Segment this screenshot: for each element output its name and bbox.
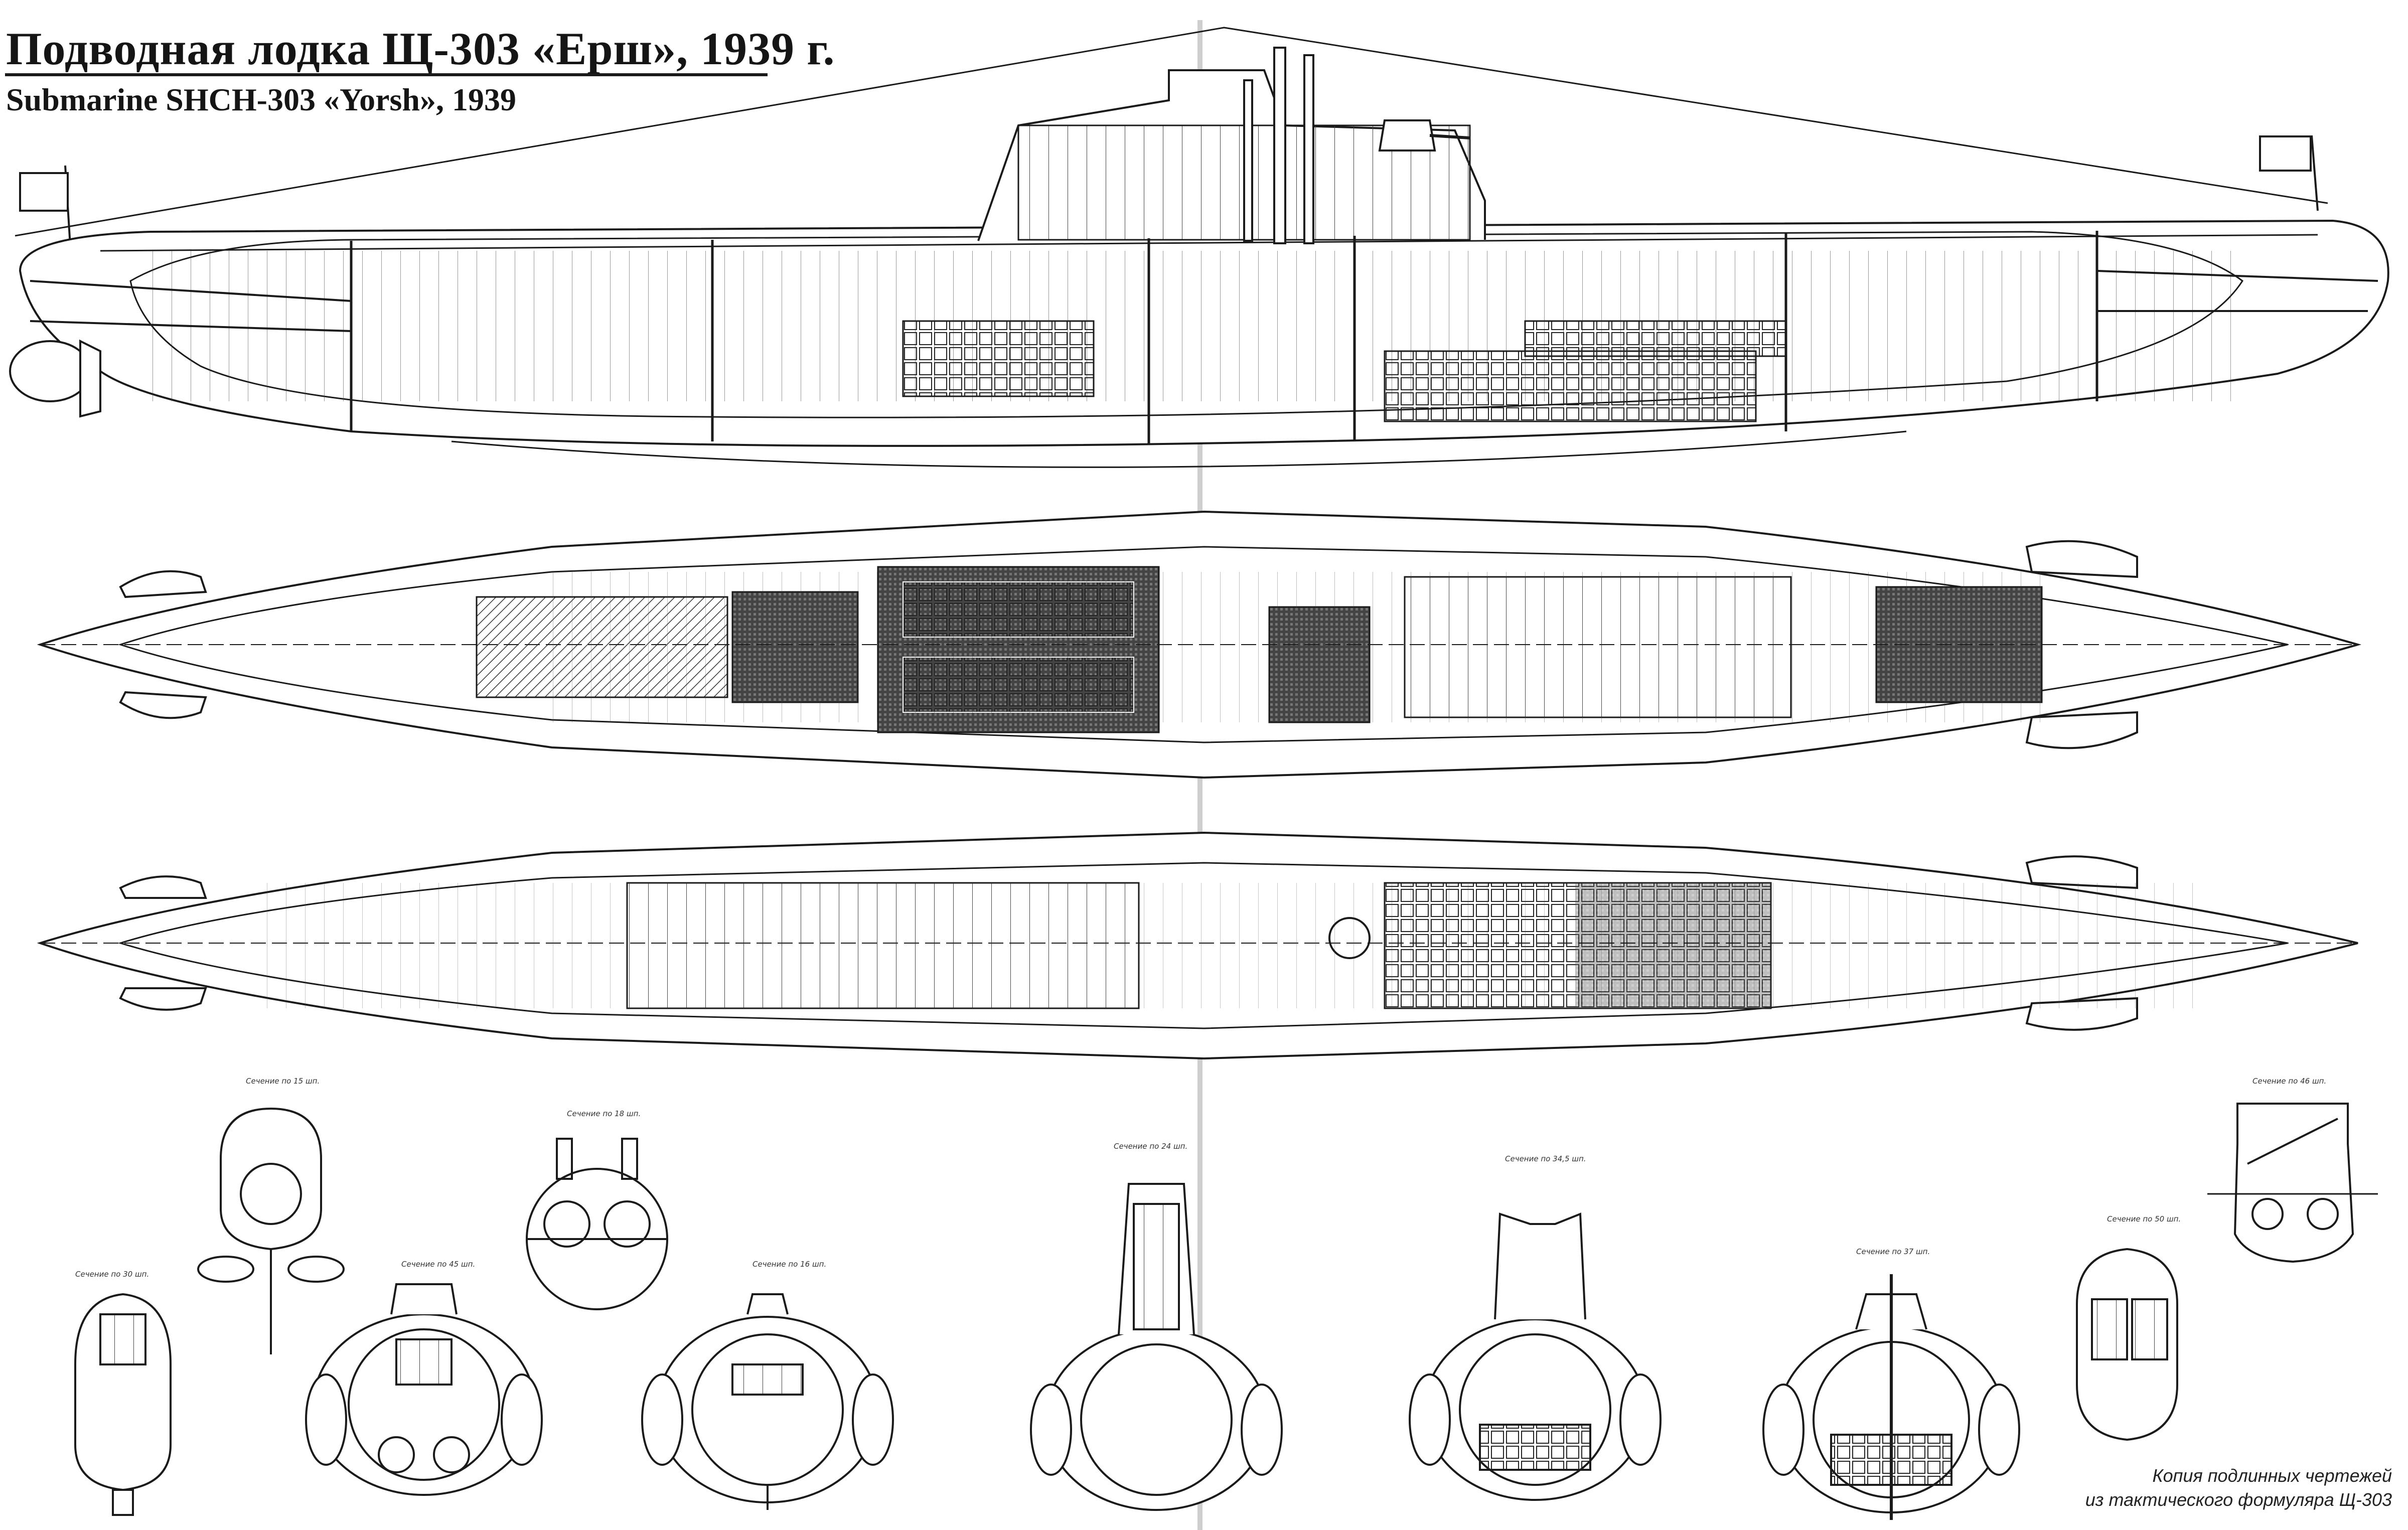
cross-section-7 [1409, 1212, 1662, 1501]
title-russian: Подводная лодка Щ-303 «Ерш», 1939 г. [6, 23, 835, 74]
cross-sections [74, 1103, 2378, 1520]
section-labels: Сечение по 15 шп. Сечение по 18 шп. Сече… [75, 1077, 2326, 1279]
caption: Копия подлинных чертежей из тактического… [2085, 1464, 2392, 1512]
side-profile-view [9, 27, 2389, 468]
cross-section-6 [1030, 1183, 1283, 1511]
title-english: Submarine SHCH-303 «Yorsh», 1939 [6, 82, 516, 117]
cross-section-3 [74, 1293, 172, 1516]
section-label-5: Сечение по 16 шп. [753, 1260, 826, 1269]
cross-section-4 [305, 1283, 543, 1496]
section-label-2: Сечение по 18 шп. [567, 1109, 641, 1118]
section-label-10: Сечение по 46 шп. [2252, 1077, 2326, 1086]
title-underline [5, 73, 768, 76]
section-label-1: Сечение по 15 шп. [246, 1077, 320, 1086]
section-label-6: Сечение по 24 шп. [1114, 1142, 1187, 1151]
section-label-7: Сечение по 34,5 шп. [1505, 1154, 1586, 1163]
section-label-3: Сечение по 30 шп. [75, 1270, 149, 1279]
cross-section-1 [197, 1107, 345, 1354]
plan-view-lower [37, 831, 2358, 1060]
plan-view-upper [37, 510, 2362, 779]
cross-section-2 [526, 1138, 668, 1310]
cross-section-10 [2207, 1103, 2378, 1263]
caption-line-1: Копия подлинных чертежей [2152, 1465, 2392, 1486]
section-label-4: Сечение по 45 шп. [401, 1260, 475, 1269]
cross-section-9 [2076, 1248, 2178, 1441]
cross-section-5 [641, 1293, 894, 1510]
cross-section-8 [1762, 1274, 2020, 1520]
section-label-8: Сечение по 37 шп. [1856, 1247, 1930, 1256]
caption-line-2: из тактического формуляра Щ-303 [2085, 1489, 2392, 1510]
section-label-9: Сечение по 50 шп. [2107, 1214, 2181, 1223]
